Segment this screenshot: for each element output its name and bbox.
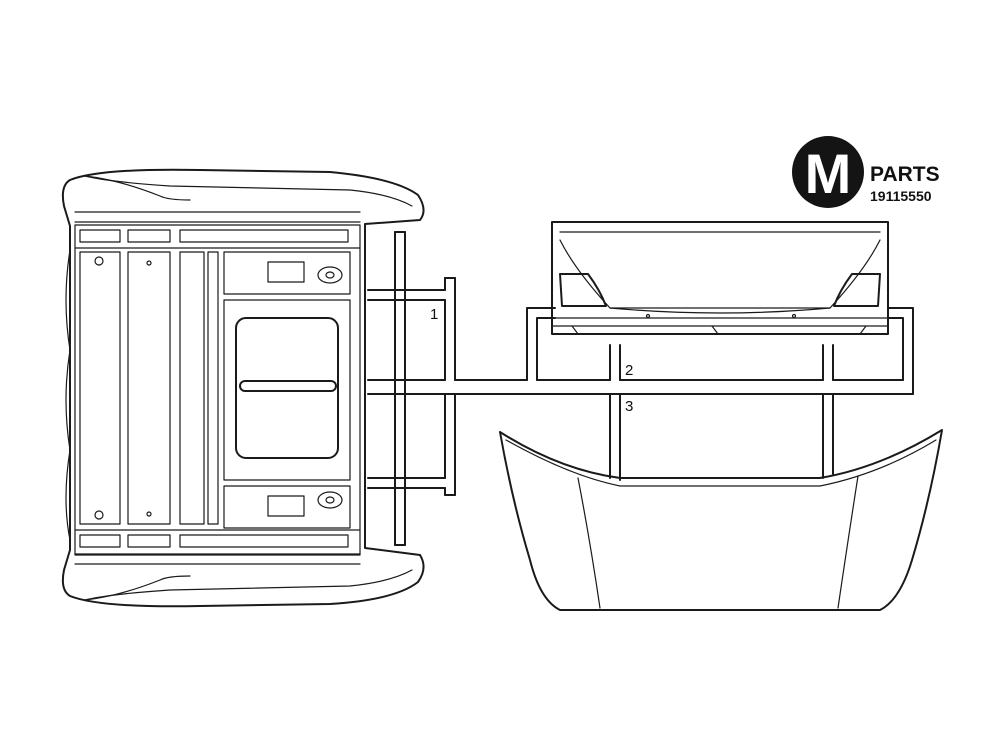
part-number-2: 2 — [625, 362, 633, 379]
parts-letter: M — [805, 142, 852, 205]
part-number-1: 1 — [430, 306, 438, 323]
part-number-3: 3 — [625, 398, 633, 415]
parts-letter-badge — [792, 136, 864, 208]
part-1-roof-panel — [61, 168, 425, 608]
parts-title: PARTS — [870, 163, 940, 186]
parts-code: 19115550 — [870, 188, 932, 204]
parts-header: M PARTS 19115550 — [792, 136, 940, 208]
part-2-front-panel — [551, 221, 889, 335]
sprue-runners — [367, 231, 914, 546]
part-3-hood — [499, 429, 943, 611]
